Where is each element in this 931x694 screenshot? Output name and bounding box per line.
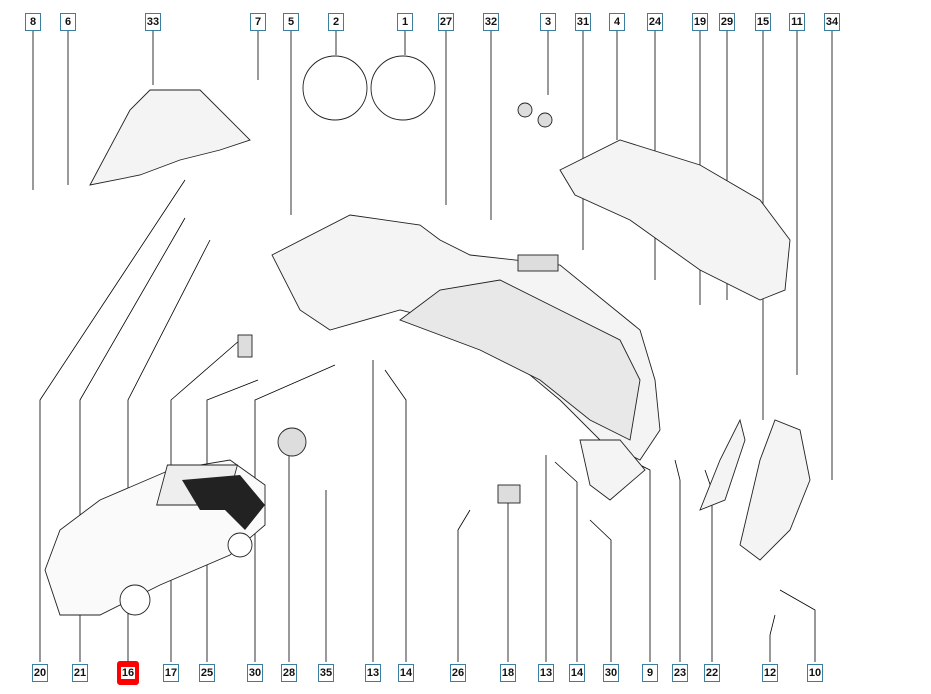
- callout-label: 22: [705, 667, 719, 679]
- callout-30[interactable]: 30: [603, 664, 619, 682]
- callout-label: 19: [693, 16, 707, 28]
- callout-label: 26: [451, 667, 465, 679]
- callout-30[interactable]: 30: [247, 664, 263, 682]
- leader-line-20: [39, 179, 186, 662]
- callout-25[interactable]: 25: [199, 664, 215, 682]
- callout-16[interactable]: 16: [117, 661, 139, 685]
- corner-guard-part: [739, 419, 811, 561]
- leader-line-14: [384, 369, 407, 662]
- callout-5[interactable]: 5: [283, 13, 299, 31]
- callout-label: 27: [439, 16, 453, 28]
- callout-35[interactable]: 35: [318, 664, 334, 682]
- callout-label: 12: [763, 667, 777, 679]
- callout-label: 32: [484, 16, 498, 28]
- callout-21[interactable]: 21: [72, 664, 88, 682]
- leader-line-30: [254, 364, 336, 662]
- callout-34[interactable]: 34: [824, 13, 840, 31]
- callout-label: 31: [576, 16, 590, 28]
- callout-label: 20: [33, 667, 47, 679]
- callout-label: 10: [808, 667, 822, 679]
- callout-23[interactable]: 23: [672, 664, 688, 682]
- bracket-17: [237, 334, 253, 358]
- leader-line-25: [206, 379, 259, 662]
- callout-label: 6: [64, 16, 72, 28]
- callout-6[interactable]: 6: [60, 13, 76, 31]
- callout-label: 28: [282, 667, 296, 679]
- callout-label: 24: [648, 16, 662, 28]
- callout-12[interactable]: 12: [762, 664, 778, 682]
- callout-33[interactable]: 33: [145, 13, 161, 31]
- callout-label: 21: [73, 667, 87, 679]
- clip-28: [277, 427, 307, 457]
- callout-32[interactable]: 32: [483, 13, 499, 31]
- callout-label: 33: [146, 16, 160, 28]
- callout-label: 17: [164, 667, 178, 679]
- bracket-18: [497, 484, 521, 504]
- callout-label: 13: [539, 667, 553, 679]
- leader-line-14: [554, 461, 578, 662]
- callout-label: 34: [825, 16, 839, 28]
- callout-label: 3: [544, 16, 552, 28]
- callout-1[interactable]: 1: [397, 13, 413, 31]
- callout-10[interactable]: 10: [807, 664, 823, 682]
- callout-3[interactable]: 3: [540, 13, 556, 31]
- callout-label: 9: [646, 667, 654, 679]
- callout-label: 7: [254, 16, 262, 28]
- callout-19[interactable]: 19: [692, 13, 708, 31]
- callout-11[interactable]: 11: [789, 13, 805, 31]
- callout-4[interactable]: 4: [609, 13, 625, 31]
- callout-24[interactable]: 24: [647, 13, 663, 31]
- leader-line-23: [674, 459, 681, 662]
- callout-label: 14: [399, 667, 413, 679]
- callout-label: 4: [613, 16, 621, 28]
- diffuser-part: [559, 139, 791, 301]
- callout-20[interactable]: 20: [32, 664, 48, 682]
- leader-line-12: [769, 614, 776, 662]
- callout-label: 2: [332, 16, 340, 28]
- callout-label: 11: [791, 16, 803, 28]
- callout-31[interactable]: 31: [575, 13, 591, 31]
- callout-label: 14: [570, 667, 584, 679]
- callout-8[interactable]: 8: [25, 13, 41, 31]
- leader-line-10: [779, 589, 816, 662]
- callout-2[interactable]: 2: [328, 13, 344, 31]
- callout-label: 30: [604, 667, 618, 679]
- side-bracket-part: [89, 89, 251, 186]
- callout-label: 13: [366, 667, 380, 679]
- side-guide-part: [699, 418, 746, 511]
- detail-view-2: [302, 55, 368, 121]
- callout-26[interactable]: 26: [450, 664, 466, 682]
- callout-17[interactable]: 17: [163, 664, 179, 682]
- callout-13[interactable]: 13: [365, 664, 381, 682]
- callout-label: 23: [673, 667, 687, 679]
- callout-18[interactable]: 18: [500, 664, 516, 682]
- lower-bracket-part: [579, 439, 646, 501]
- detail-view-1: [370, 55, 436, 121]
- callout-7[interactable]: 7: [250, 13, 266, 31]
- leader-line-26: [457, 509, 471, 662]
- callout-28[interactable]: 28: [281, 664, 297, 682]
- callout-label: 25: [200, 667, 214, 679]
- callout-22[interactable]: 22: [704, 664, 720, 682]
- callout-14[interactable]: 14: [398, 664, 414, 682]
- callout-label: 29: [720, 16, 734, 28]
- leader-line-30: [589, 519, 612, 662]
- callout-label: 18: [501, 667, 515, 679]
- callout-label: 1: [401, 16, 409, 28]
- callout-9[interactable]: 9: [642, 664, 658, 682]
- callout-27[interactable]: 27: [438, 13, 454, 31]
- callout-label: 15: [756, 16, 770, 28]
- callout-13[interactable]: 13: [538, 664, 554, 682]
- callout-label: 8: [29, 16, 37, 28]
- callout-label: 35: [319, 667, 333, 679]
- callout-14[interactable]: 14: [569, 664, 585, 682]
- callout-15[interactable]: 15: [755, 13, 771, 31]
- callout-label: 30: [248, 667, 262, 679]
- callout-label: 16: [120, 667, 136, 679]
- callout-label: 5: [287, 16, 295, 28]
- bumper-inner-part: [399, 279, 641, 441]
- arrow-indicator: [182, 475, 265, 530]
- callout-29[interactable]: 29: [719, 13, 735, 31]
